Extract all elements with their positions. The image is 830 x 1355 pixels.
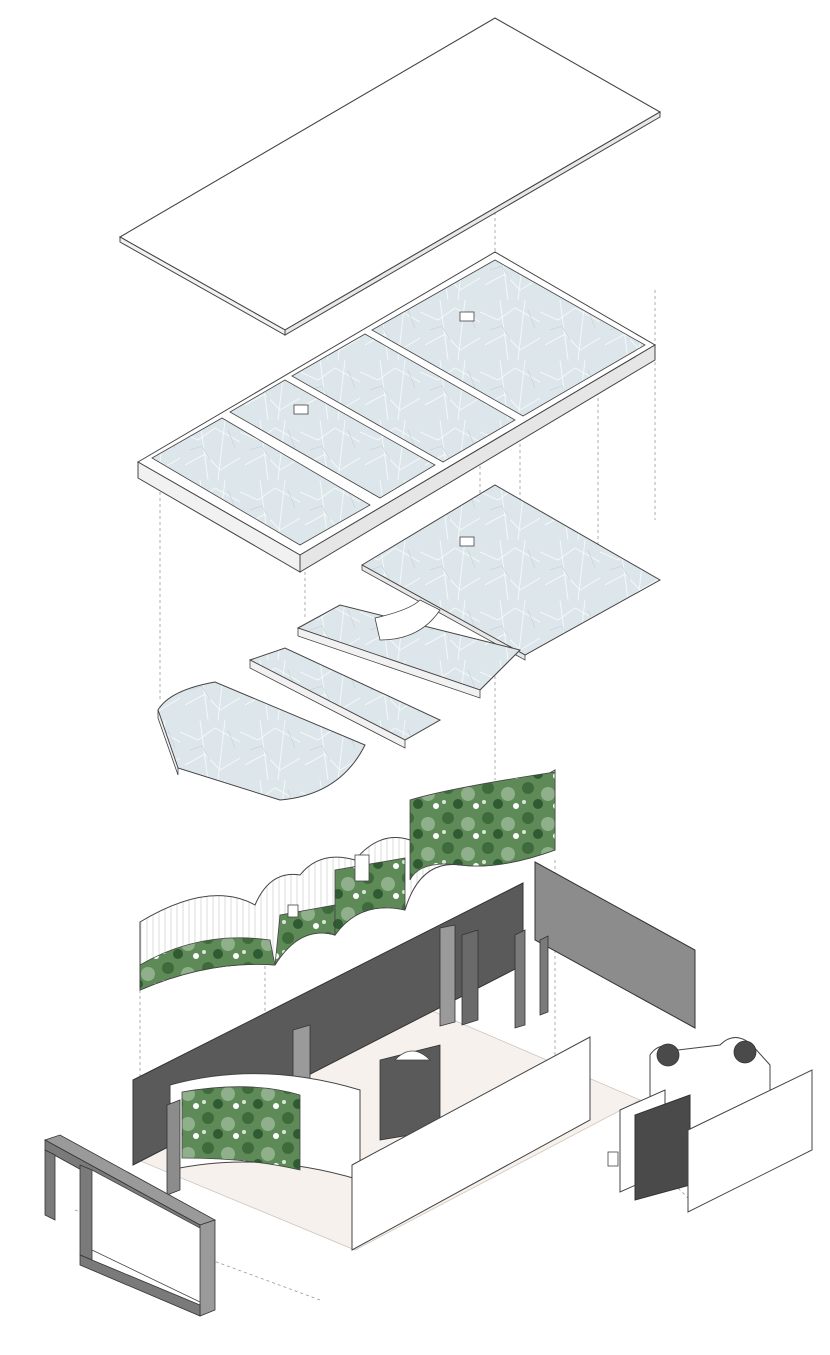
marble-panel (371, 259, 646, 417)
screen-opening (287, 904, 299, 918)
column (539, 935, 549, 1016)
frame-post (44, 1149, 56, 1221)
ceiling-marble-slab (360, 484, 662, 661)
screen-opening (354, 854, 370, 882)
greenery-band (274, 904, 336, 966)
greenery-band (409, 771, 556, 881)
circular-niche (733, 1040, 757, 1064)
grey-side-wall (534, 861, 696, 1029)
greenery-band (334, 857, 406, 937)
ceiling-marble-panels (137, 251, 656, 573)
column (439, 924, 456, 1027)
column (461, 929, 479, 1026)
entrance-frame (44, 1134, 216, 1317)
white-front-wall (687, 1069, 813, 1213)
ceiling-opening (459, 311, 475, 322)
marble-panel (291, 333, 516, 463)
frame-post (79, 1164, 93, 1261)
circular-niche (656, 1043, 680, 1067)
column (514, 929, 526, 1029)
roof-plate (118, 17, 662, 336)
marble-panel (151, 417, 371, 546)
greenery-band (181, 1086, 301, 1171)
column (166, 1099, 181, 1196)
ceiling-opening (459, 536, 475, 547)
ground-floor-walls (132, 861, 696, 1251)
curved-niche (394, 1050, 431, 1061)
curved-green-screen (139, 769, 556, 991)
frame-beam (79, 1254, 201, 1317)
small-block (607, 1151, 619, 1167)
frame-opening (91, 1169, 201, 1303)
curved-step-cutout (374, 599, 441, 641)
side-room-module (607, 1037, 813, 1213)
stepped-marble-platform (157, 599, 521, 801)
marble-step (157, 681, 366, 801)
ceiling-opening (293, 404, 309, 415)
white-front-wall (351, 1036, 591, 1251)
marble-panel (229, 379, 436, 499)
frame-post (199, 1219, 216, 1317)
